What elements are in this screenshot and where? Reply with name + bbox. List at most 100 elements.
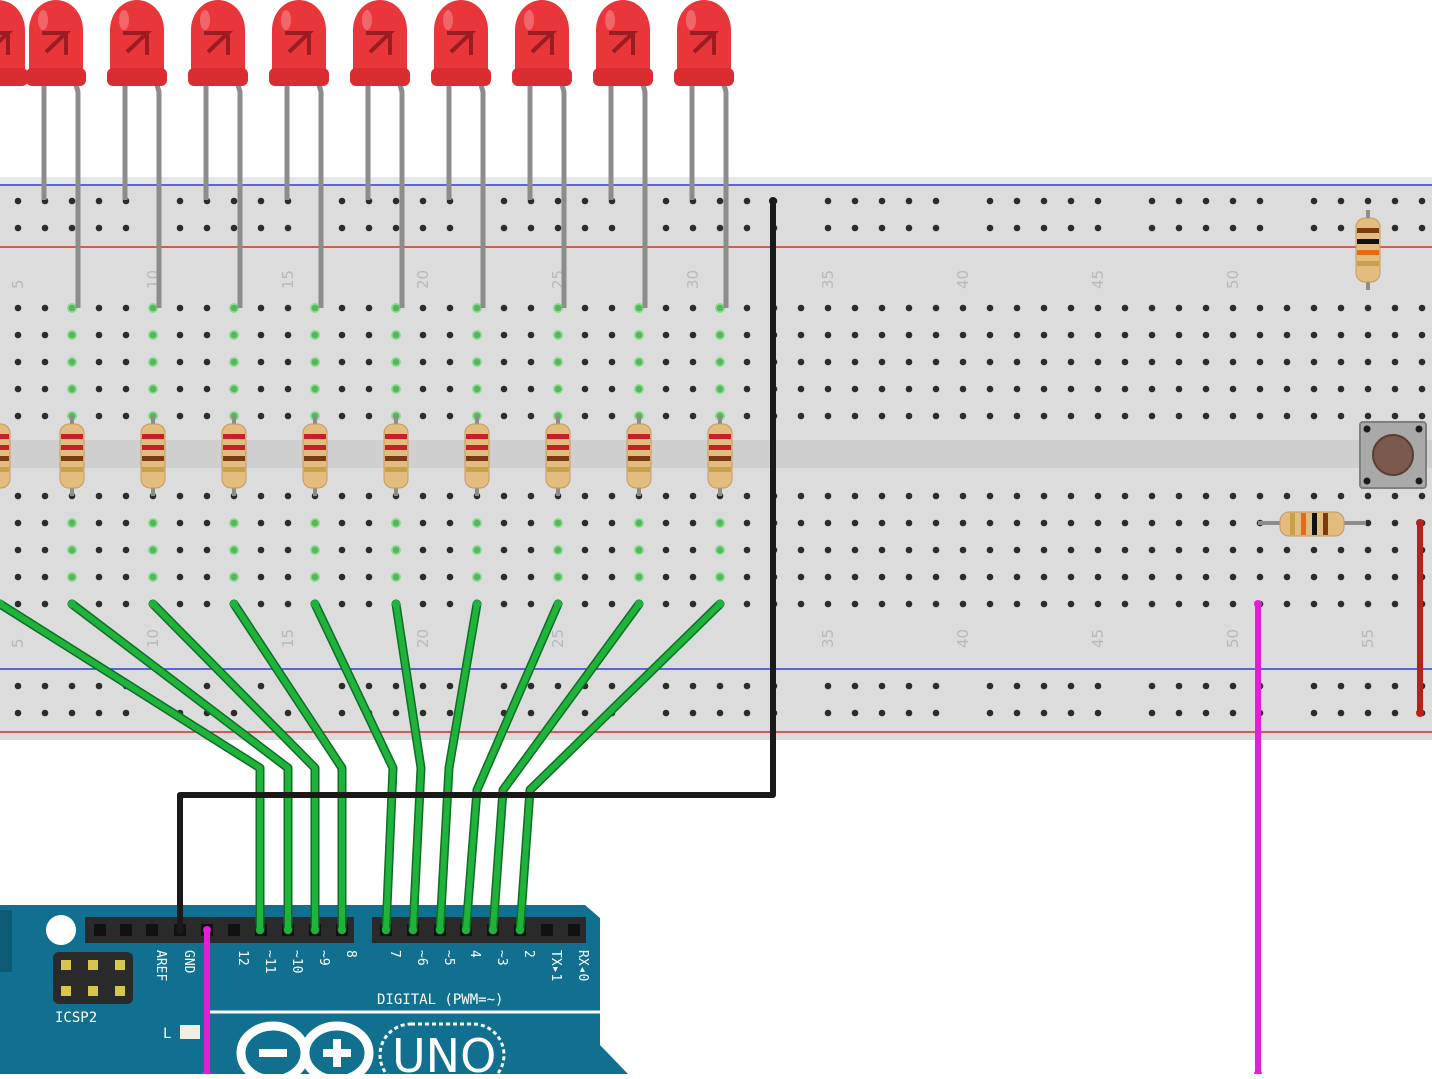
led-body [272, 0, 326, 72]
uno-logo-text: UNO [392, 1029, 496, 1074]
resistor-band [61, 467, 83, 472]
wire-end [176, 926, 184, 934]
column-number-bottom: 20 [414, 629, 432, 648]
header-pin-label: ~11 [262, 950, 277, 973]
wire-end [1416, 709, 1424, 717]
pushbutton-corner [1363, 477, 1371, 485]
led-body [110, 0, 164, 72]
column-number-top: 30 [684, 270, 702, 289]
header-pin-label: 12 [235, 950, 250, 966]
resistor-band [223, 467, 245, 472]
button-wire-breadboard [1254, 600, 1262, 1078]
header-pin [568, 924, 580, 936]
resistor [464, 416, 490, 496]
wire-end [1254, 600, 1262, 608]
plus-sign-v [333, 1039, 341, 1067]
resistor-band [466, 467, 488, 472]
resistor-band [1357, 250, 1379, 255]
wire-end [382, 926, 390, 934]
resistor-pullup [1355, 210, 1381, 290]
resistor-band [385, 467, 407, 472]
led [350, 0, 410, 308]
led-body [353, 0, 407, 72]
resistor-band [223, 434, 245, 439]
led-die-detail [0, 31, 14, 55]
header-pin-label: 2 [521, 950, 536, 958]
column-number-top: 15 [279, 270, 297, 289]
wire-end [1416, 519, 1424, 527]
led-rim [26, 68, 86, 86]
led-die-detail [285, 31, 315, 55]
resistor-band [547, 434, 569, 439]
ground-wire [176, 197, 777, 934]
wire-core [0, 601, 263, 933]
led-rim [107, 68, 167, 86]
signal-wire [67, 599, 293, 935]
led [188, 0, 248, 308]
header-pin-label: ~5 [441, 950, 456, 966]
resistor-band [1323, 513, 1328, 535]
led-die-detail [609, 31, 639, 55]
uno-badge-outline [378, 1022, 506, 1079]
led-die-detail [123, 31, 153, 55]
led-body [191, 0, 245, 73]
resistor [545, 416, 571, 496]
resistor-horizontal [1258, 511, 1366, 537]
column-number-top: 45 [1089, 270, 1107, 289]
resistor-band [385, 434, 407, 439]
resistor-band [304, 467, 326, 472]
column-number-top: 35 [819, 270, 837, 289]
led-body [29, 0, 83, 72]
led [593, 0, 653, 308]
arduino-logo [236, 1021, 374, 1079]
resistor-band [223, 456, 245, 461]
signal-wire [435, 599, 482, 935]
led [269, 0, 329, 308]
resistor-band [223, 445, 245, 450]
header-pin [541, 924, 553, 936]
resistor-band [628, 445, 650, 450]
column-number-top: 5 [9, 279, 27, 289]
led-highlight [524, 10, 534, 30]
wire-end [68, 600, 76, 608]
column-number-bottom: 50 [1224, 629, 1242, 648]
resistor [626, 416, 652, 496]
signal-wire [0, 599, 265, 935]
led-highlight [200, 10, 210, 30]
wire-core [150, 601, 318, 933]
wire-end [256, 926, 264, 934]
header-pin-label: 7 [387, 950, 402, 958]
resistor-band [0, 445, 9, 450]
led [512, 0, 572, 308]
header-pin-label: ~6 [414, 950, 429, 966]
led-highlight [119, 10, 129, 30]
led-body [596, 0, 650, 72]
led-die-detail [204, 31, 234, 55]
pushbutton-corner [1363, 425, 1371, 433]
icsp-pin [115, 986, 125, 996]
header-pin-label: ~9 [316, 950, 331, 966]
icsp-pin [88, 986, 98, 996]
wire-end [516, 926, 524, 934]
button-wire-arduino [203, 926, 211, 1078]
wire-end [230, 600, 238, 608]
led-rim [269, 68, 329, 86]
led [674, 0, 734, 308]
resistor-band [1357, 261, 1379, 266]
wire-core [177, 198, 776, 933]
header-pin [146, 924, 158, 936]
resistor-band [61, 445, 83, 450]
digital-label: DIGITAL (PWM=~) [377, 992, 503, 1008]
minus-sign [259, 1049, 287, 1057]
signal-wire [391, 599, 426, 935]
resistor [383, 416, 409, 496]
resistor-band [0, 456, 9, 461]
wire-core [393, 601, 424, 933]
resistor-band [1301, 513, 1306, 535]
column-number-bottom: 25 [549, 629, 567, 648]
resistor [0, 423, 11, 489]
wire-core [463, 601, 561, 933]
header-pin-label: 4 [467, 950, 482, 958]
resistor-band [628, 467, 650, 472]
